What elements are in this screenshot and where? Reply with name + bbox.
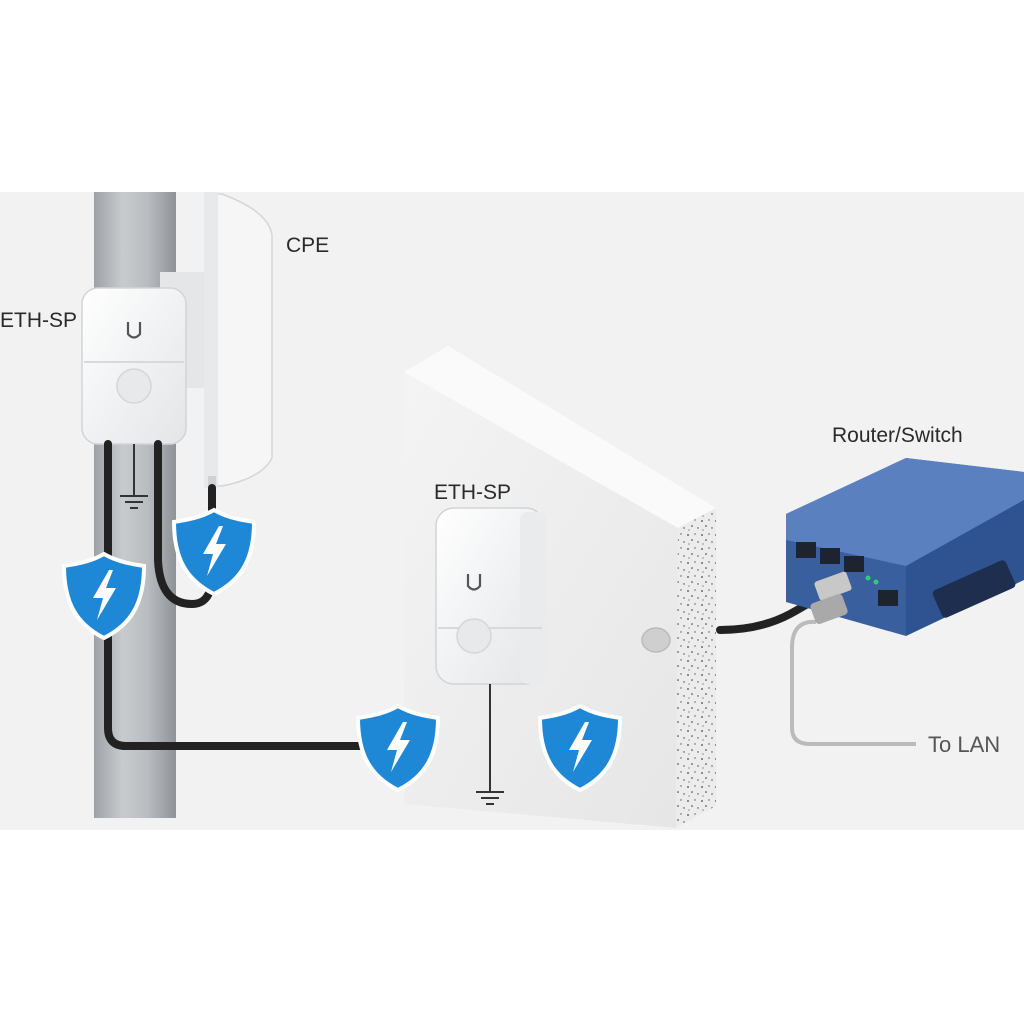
switch-ports — [796, 542, 898, 606]
vent-grille — [932, 560, 1016, 618]
pole-eth-sp-device — [81, 287, 187, 445]
wall-eth-sp-device — [435, 507, 546, 685]
to-lan-label: To LAN — [928, 732, 1001, 757]
rj45-connectors — [810, 571, 852, 625]
ubiquiti-logo-icon — [466, 574, 482, 591]
cpe-antenna — [160, 192, 273, 490]
eth-sp-wall-label: ETH-SP — [434, 481, 512, 504]
eth-sp-pole-label: ETH-SP — [0, 309, 78, 332]
lan-cable — [790, 619, 916, 746]
router-switch-label: Router/Switch — [832, 424, 963, 447]
wall-cable-hole — [641, 627, 671, 653]
ubiquiti-logo-icon — [126, 322, 142, 339]
cpe-label: CPE — [286, 234, 330, 257]
router-switch-device — [786, 458, 1024, 636]
